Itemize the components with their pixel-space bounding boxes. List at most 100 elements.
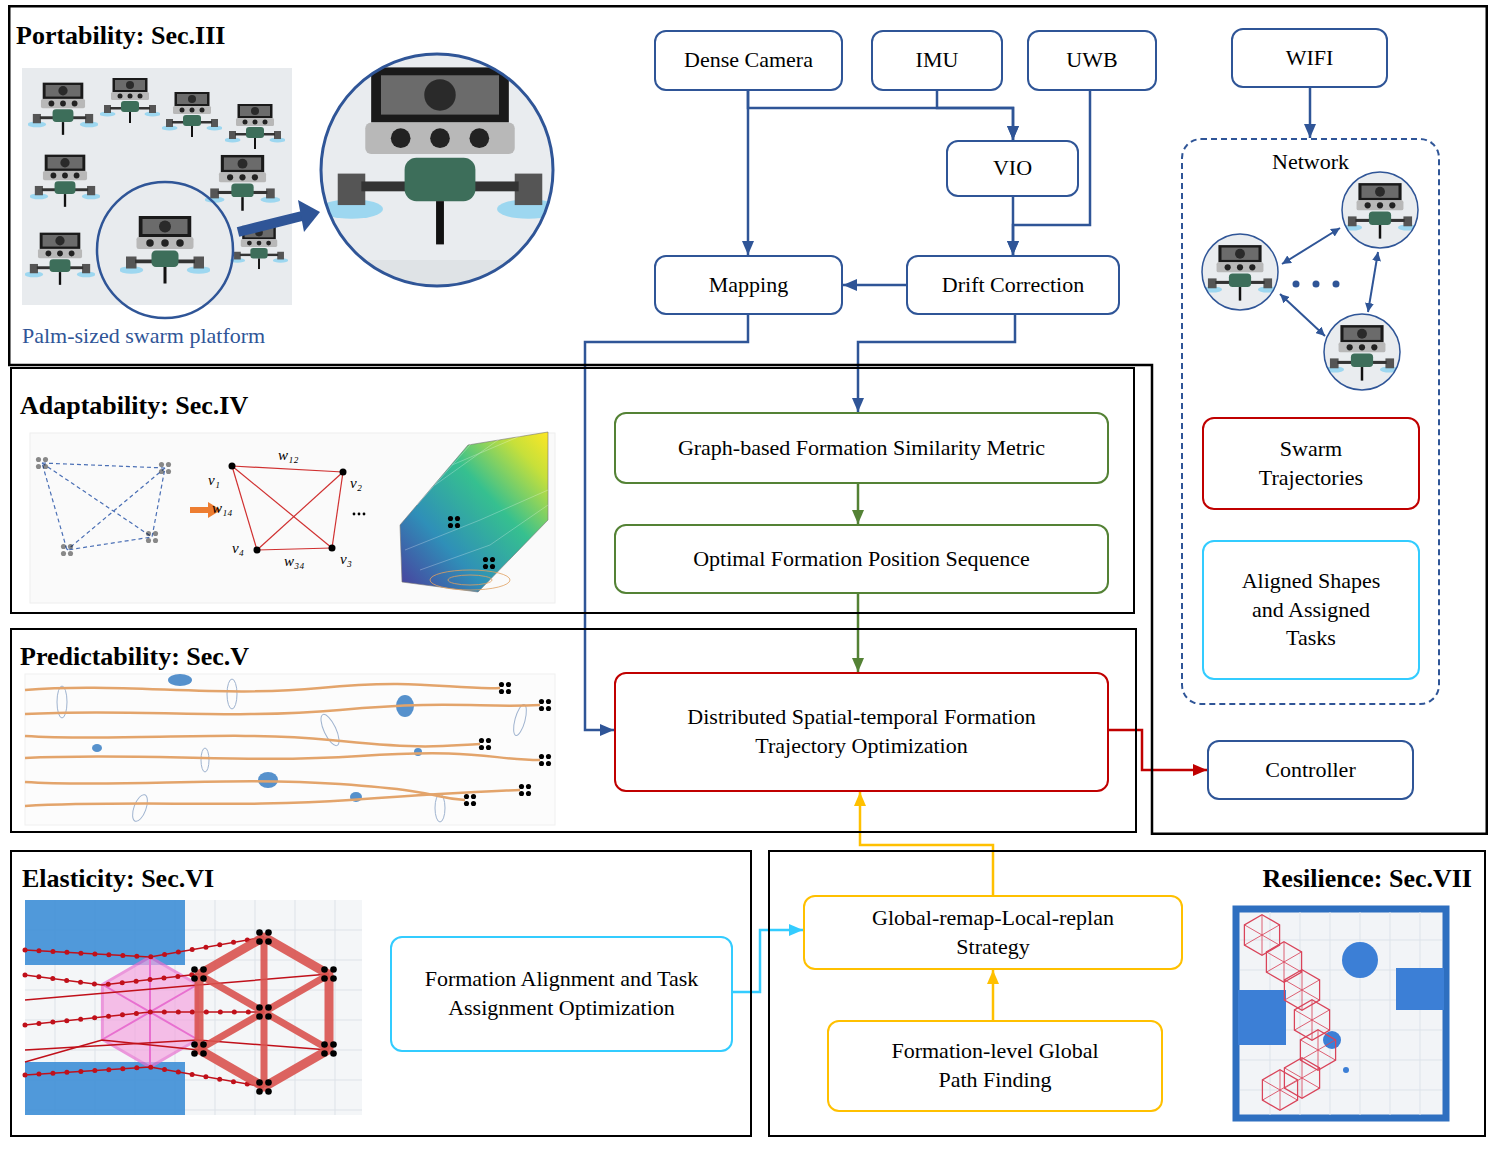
elastic-formation-figure [25,974,199,985]
panel-heading: Predictability: Sec.V [20,642,249,672]
graph-symbol: v₁ [208,472,220,489]
network-drones [1368,252,1378,312]
zoom-arrow [238,216,302,232]
elastic-formation-figure [25,974,199,985]
box-label: Swarm Trajectories [1236,435,1386,492]
network-drones [1340,170,1420,250]
formation-graph-figure [232,466,257,550]
flow-arrow [858,315,1015,412]
process-box: Formation Alignment and Task Assignment … [390,936,733,1052]
process-box: Mapping [654,255,843,315]
formation-graph-figure [146,531,158,543]
drone-photo [22,68,292,318]
trajectory-figure [479,738,491,750]
elastic-formation-figure [256,1079,272,1095]
network-group: NetworkSwarm TrajectoriesAligned Shapes … [1181,138,1440,705]
box-label: WIFI [1286,44,1334,73]
elastic-formation-figure [256,929,272,945]
zoom-arrow [238,200,320,232]
trajectory-figure [317,712,342,748]
resilience-map-figure [1244,915,1279,956]
trajectory-figure [25,684,500,691]
flow-arrow [857,484,860,524]
formation-graph-figure [405,428,548,570]
sensor-box: UWB [1027,30,1157,91]
network-drones [1322,312,1402,392]
elastic-formation-figure [25,900,362,1115]
formation-graph-figure [257,472,343,550]
formation-graph-figure [435,435,505,485]
network-drones [1313,281,1320,288]
network-drones [1342,172,1418,248]
box-label: Global-remap-Local-replan Strategy [843,904,1143,961]
trajectory-figure [130,793,151,823]
drone-photo [97,182,233,318]
flow-arrow [748,91,1013,140]
drone-photo [25,233,96,285]
process-box: Drift Correction [906,255,1120,315]
graph-symbol: v₂ [350,475,362,492]
resilience-map-figure [1236,909,1446,1118]
box-label: Mapping [709,271,788,300]
formation-graph-figure [30,433,555,603]
panel-heading: Resilience: Sec.VII [1263,864,1472,894]
elastic-formation-figure [25,1040,199,1062]
box-label: Drift Correction [942,271,1084,300]
resilience-map-figure [1294,1000,1329,1041]
formation-graph-figure [257,548,332,550]
formation-graph-figure [232,466,332,548]
drone-photo [225,104,286,149]
box-label: UWB [1066,46,1117,75]
resilience-map-figure [1270,912,1420,1115]
resilience-map-figure [1266,942,1301,983]
network-drones [1333,281,1340,288]
box-label: Optimal Formation Position Sequence [693,545,1030,574]
elastic-formation-figure [25,900,362,1115]
formation-graph-figure [430,570,510,590]
trajectory-figure [25,684,540,806]
elastic-formation-figure [199,937,329,1087]
network-drones [1324,325,1399,381]
resilience-map-figure [1342,942,1378,978]
resilience-map-figure [1284,1058,1319,1099]
box-label: Dense Camera [684,46,813,75]
sensor-box: WIFI [1231,28,1388,88]
elastic-formation-figure [191,1041,207,1057]
network-drones [1200,232,1280,312]
formation-graph-figure [159,462,171,474]
drone-photo [162,92,223,137]
network-drones [1200,232,1280,312]
process-box: Controller [1207,740,1414,800]
formation-graph-figure [36,457,48,469]
box-label: Graph-based Formation Similarity Metric [678,434,1045,463]
formation-graph-figure [254,547,261,554]
formation-graph-figure [400,432,548,592]
network-drones [1202,245,1277,301]
elastic-formation-figure [25,974,329,1000]
drone-photo [119,216,211,284]
elastic-formation-figure [321,1041,337,1057]
network-drones [1324,314,1400,390]
trajectory-figure [25,674,555,825]
formation-graph-figure [30,428,555,603]
formation-graph-figure [363,513,366,516]
drone-closeup [318,52,560,300]
formation-graph-figure [42,463,152,537]
flow-arrow [585,315,748,730]
section-panel: Resilience: Sec.VII Global-remap-Local-re… [768,850,1486,1137]
panel-heading: Adaptability: Sec.IV [20,391,248,421]
formation-graph-figure [190,507,210,513]
network-drones [1322,312,1402,392]
trajectory-figure [511,703,529,736]
flow-arrow [733,930,803,992]
formation-graph-figure [61,544,73,556]
formation-graph-figure [67,468,165,550]
flow-arrow [992,970,995,1020]
trajectory-figure [25,674,555,825]
section-panel: Portability: Sec.IIIDense CameraIMUUWBWI… [8,5,1488,835]
resilience-map-figure [1300,1030,1335,1071]
panel-outline [8,5,1488,835]
formation-graph-figure [208,502,221,518]
